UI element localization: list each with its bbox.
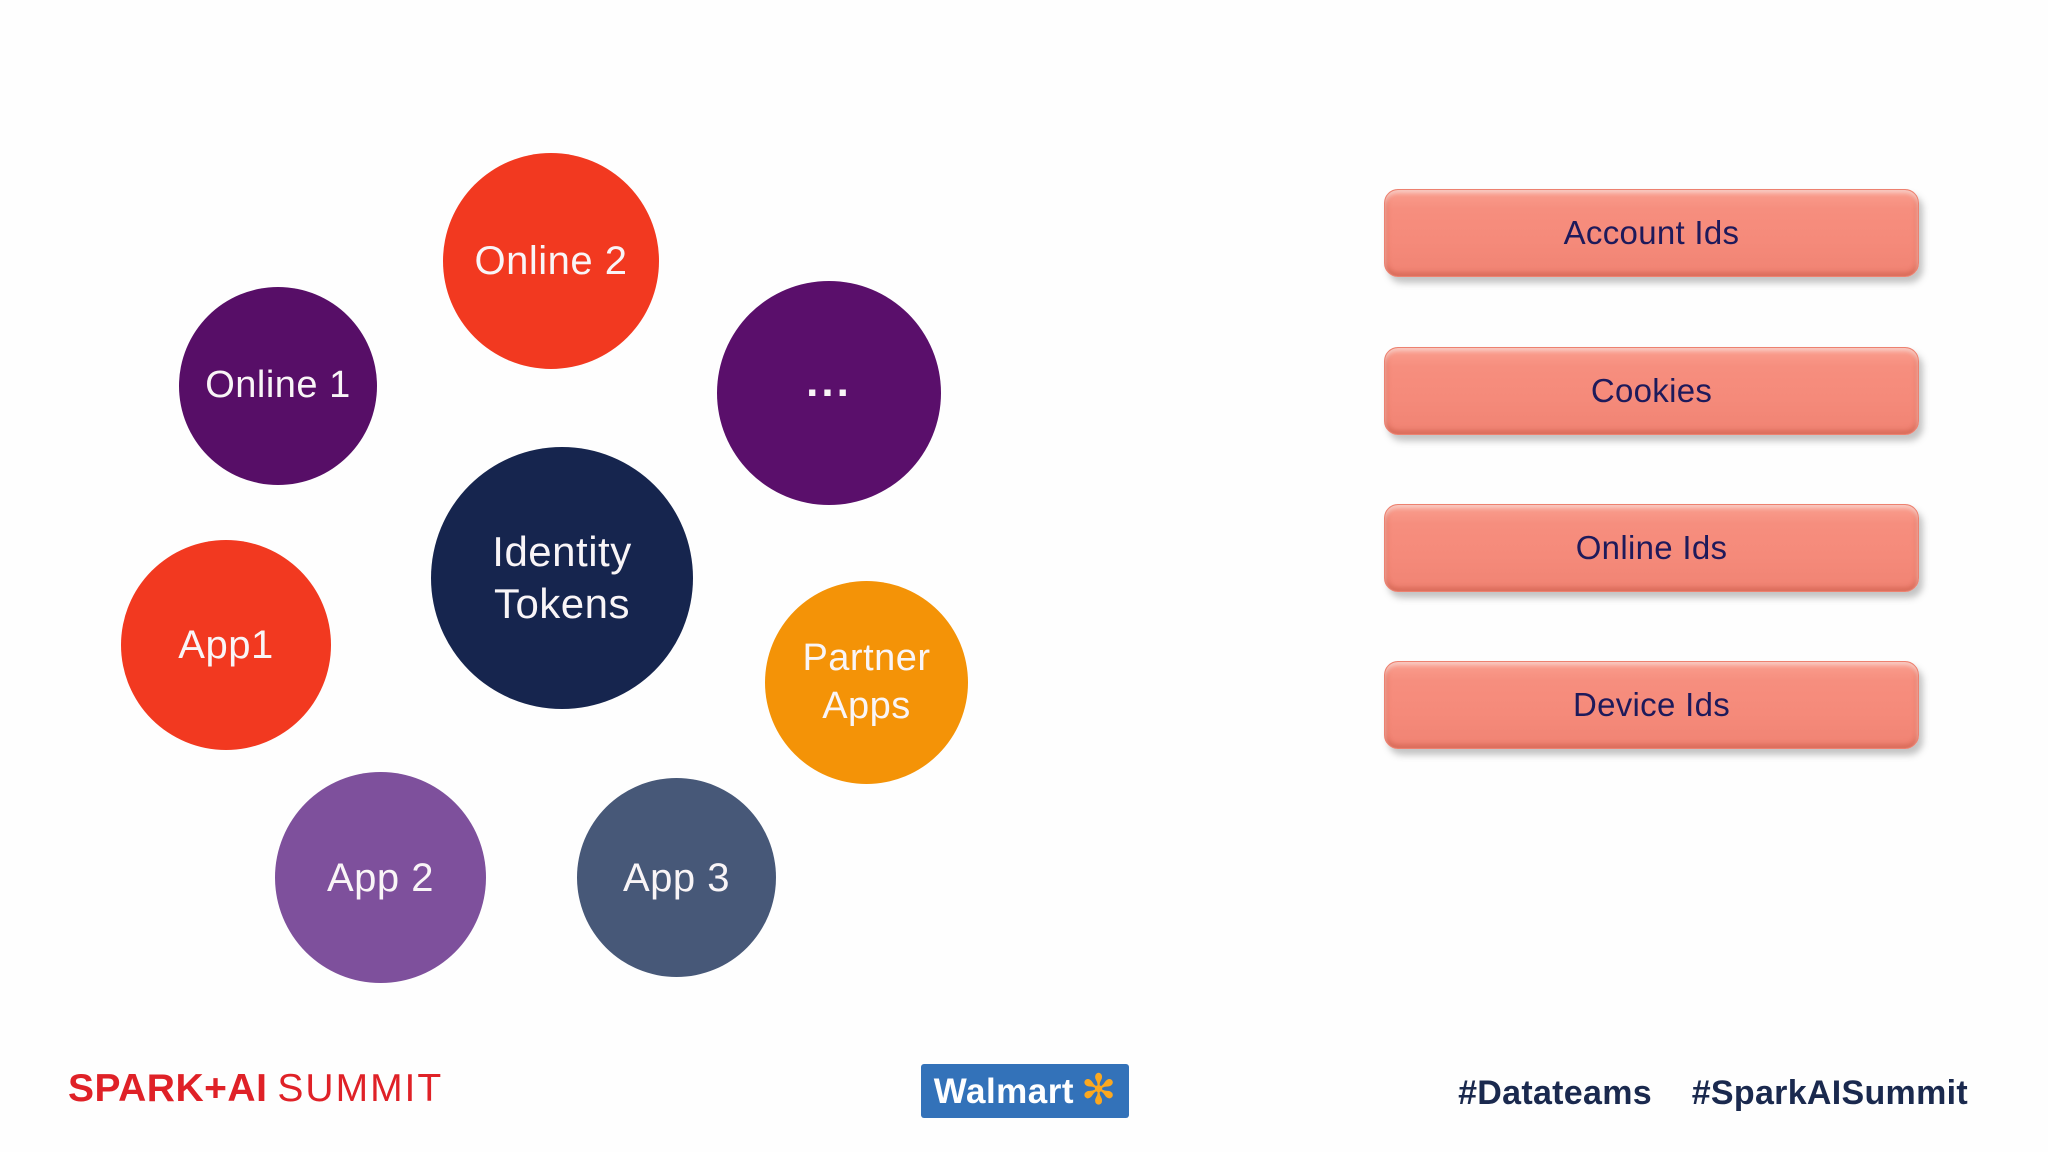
bubble-online-2: Online 2 <box>443 153 659 369</box>
walmart-logo: Walmart ✻ <box>921 1064 1129 1118</box>
bubble-app1: App1 <box>121 540 331 750</box>
ellipsis-icon: ... <box>806 356 852 406</box>
pill-account-ids-label: Account Ids <box>1563 214 1740 251</box>
pill-device-ids-label: Device Ids <box>1572 686 1731 723</box>
event-hashtags: #Datateams #SparkAISummit <box>1458 1074 1968 1113</box>
bubble-identity-tokens: Identity Tokens <box>431 447 693 709</box>
pill-cookies: Cookies <box>1384 347 1919 435</box>
bubble-app3-label: App 3 <box>622 855 731 900</box>
bubble-app3: App 3 <box>577 778 776 977</box>
bubble-online-1: Online 1 <box>179 287 377 485</box>
bubble-online-1-label: Online 1 <box>205 364 351 407</box>
pill-online-ids: Online Ids <box>1384 504 1919 592</box>
bubble-identity-tokens-label: Identity Tokens <box>492 527 632 628</box>
pill-online-ids-label: Online Ids <box>1575 529 1728 566</box>
bubble-ellipsis: ... <box>717 281 941 505</box>
bubble-app2: App 2 <box>275 772 486 983</box>
bubble-app1-label: App1 <box>178 623 274 667</box>
pill-cookies-label: Cookies <box>1590 372 1713 409</box>
pill-device-ids: Device Ids <box>1384 661 1919 749</box>
bubble-app2-label: App 2 <box>326 855 435 900</box>
hashtag-datateams: #Datateams <box>1458 1074 1652 1112</box>
walmart-spark-icon: ✻ <box>1081 1066 1117 1113</box>
bubble-online-2-label: Online 2 <box>474 239 628 283</box>
bubble-partner-apps: Partner Apps <box>765 581 968 784</box>
sparkai-summit-logo-light: SUMMIT <box>277 1067 444 1110</box>
sparkai-summit-logo-strong: SPARK+AI <box>68 1067 268 1110</box>
walmart-wordmark: Walmart <box>933 1071 1075 1111</box>
hashtag-sparkaisummit: #SparkAISummit <box>1691 1074 1968 1112</box>
pill-account-ids: Account Ids <box>1384 189 1919 277</box>
bubble-partner-apps-label: Partner Apps <box>802 637 931 727</box>
